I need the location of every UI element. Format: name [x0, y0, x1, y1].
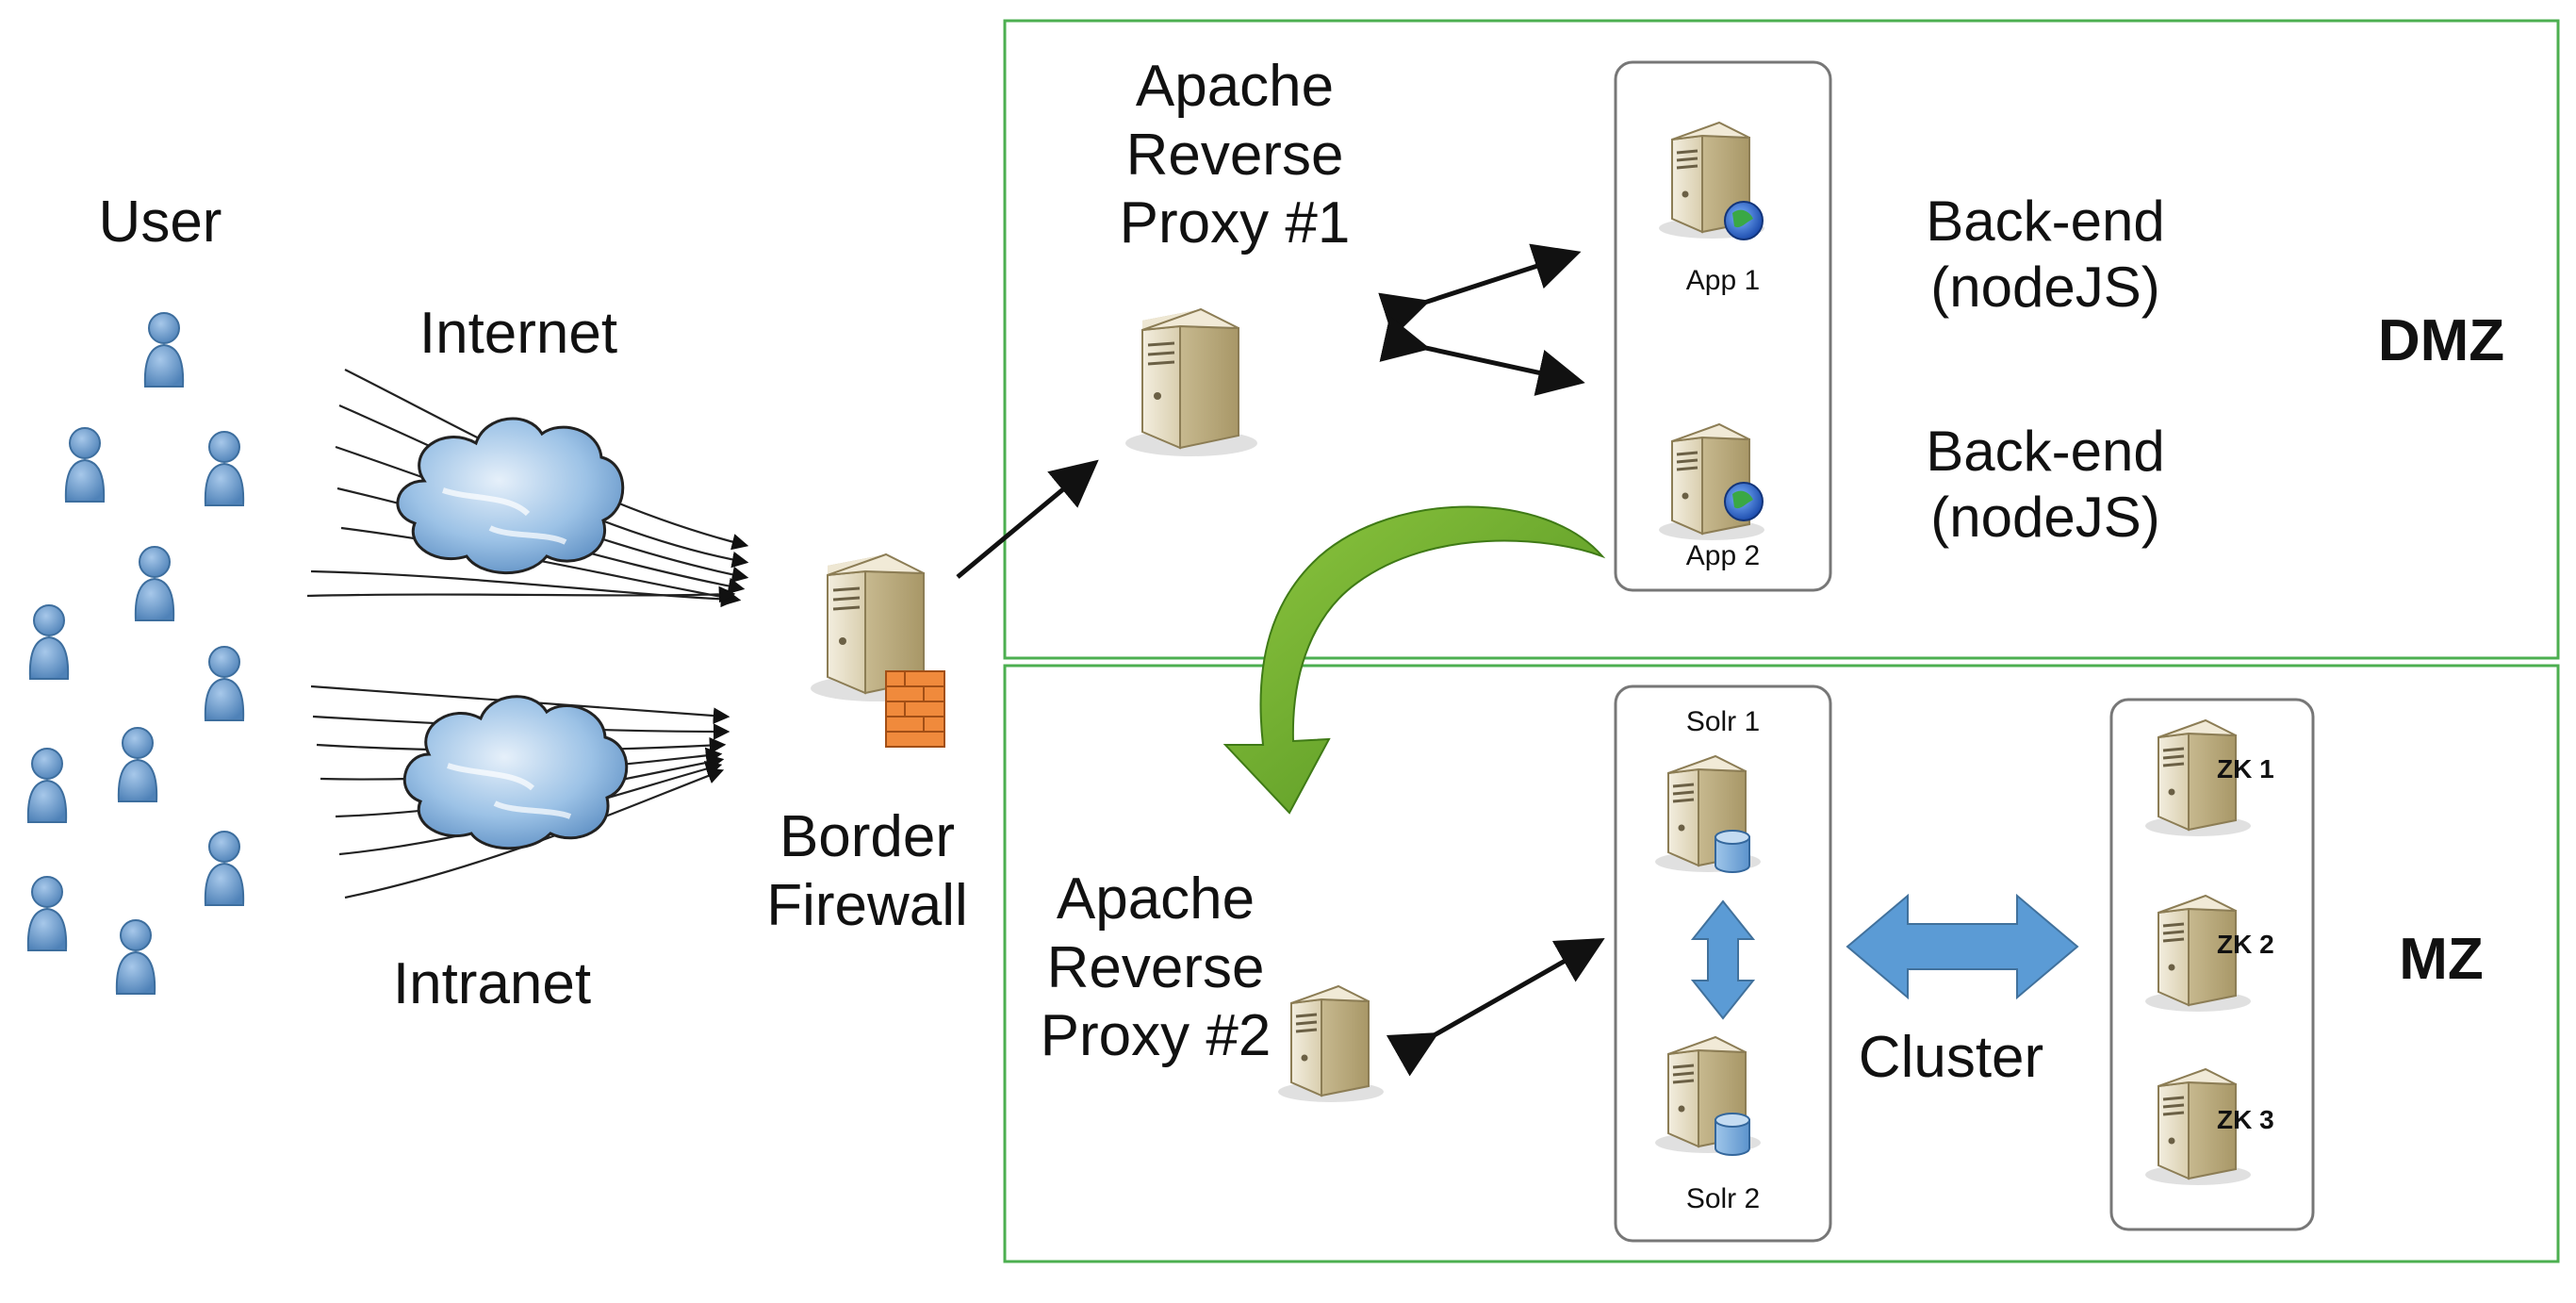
app1-server-icon [1657, 121, 1766, 240]
proxy2-label: Apache Reverse Proxy #2 [1014, 866, 1297, 1071]
zk3-label: ZK 3 [2217, 1105, 2274, 1134]
backend-group-box [1614, 60, 1832, 592]
solr1-server-icon [1653, 754, 1763, 874]
user-icon [26, 876, 68, 951]
app2-server-icon [1657, 422, 1766, 542]
backend1-label: Back-end (nodeJS) [1876, 189, 2215, 321]
dmz-zone-label: DMZ [2377, 308, 2505, 373]
proxy1-label: Apache Reverse Proxy #1 [1093, 53, 1376, 258]
solr1-label: Solr 1 [1685, 706, 1761, 737]
backend2-label-line1: Back-end [1926, 420, 2165, 483]
user-icon [204, 431, 245, 506]
migration-curve-arrow [1222, 505, 1606, 815]
user-icon [204, 646, 245, 721]
user-icon [117, 727, 158, 802]
proxy1-server-icon [1124, 307, 1259, 458]
mz-zone [1003, 664, 2560, 1263]
zk1-label: ZK 1 [2217, 754, 2274, 783]
solr2-label: Solr 2 [1685, 1183, 1761, 1214]
proxy1-app1-arrow [1378, 243, 1582, 338]
internet-label: Internet [418, 301, 618, 366]
firewall-server-icon [809, 553, 945, 748]
backend1-label-line2: (nodeJS) [1930, 256, 2160, 320]
proxy2-solr-arrow [1386, 938, 1605, 1077]
internet-cloud-icon [306, 369, 749, 608]
solr2-server-icon [1653, 1035, 1763, 1156]
cluster-label: Cluster [1858, 1025, 2044, 1090]
proxy1-app2-arrow [1379, 316, 1585, 396]
app2-label: App 2 [1685, 540, 1761, 571]
user-icon [28, 604, 70, 680]
intranet-label: Intranet [392, 951, 592, 1016]
firewall-label-line2: Firewall [766, 872, 968, 938]
proxy2-label-line1: Apache [1056, 866, 1255, 932]
user-icon [204, 831, 245, 906]
user-label: User [98, 190, 222, 255]
intranet-cloud-icon [310, 684, 730, 899]
firewall-to-proxy1-arrow [956, 459, 1099, 579]
backend2-label-line2: (nodeJS) [1930, 486, 2160, 550]
firewall-label-line1: Border [779, 804, 956, 869]
dmz-zone [1003, 19, 2560, 660]
user-icons [26, 312, 245, 995]
user-icon [143, 312, 185, 388]
proxy1-label-line3: Proxy #1 [1119, 190, 1351, 256]
mz-zone-label: MZ [2399, 927, 2484, 992]
backend2-label: Back-end (nodeJS) [1876, 419, 2215, 551]
user-icon [64, 427, 106, 503]
user-icon [134, 546, 175, 621]
user-icon [26, 748, 68, 823]
proxy1-label-line1: Apache [1135, 54, 1335, 119]
backend1-label-line1: Back-end [1926, 190, 2165, 253]
user-icon [115, 919, 156, 995]
app1-label: App 1 [1685, 265, 1761, 296]
solr-replication-arrow [1690, 899, 1756, 1020]
cluster-arrow [1846, 893, 2079, 1000]
proxy1-label-line2: Reverse [1125, 122, 1344, 188]
zk2-label: ZK 2 [2217, 930, 2274, 959]
firewall-label: Border Firewall [735, 803, 999, 940]
proxy2-label-line2: Reverse [1046, 934, 1265, 1000]
proxy2-label-line3: Proxy #2 [1040, 1003, 1272, 1069]
